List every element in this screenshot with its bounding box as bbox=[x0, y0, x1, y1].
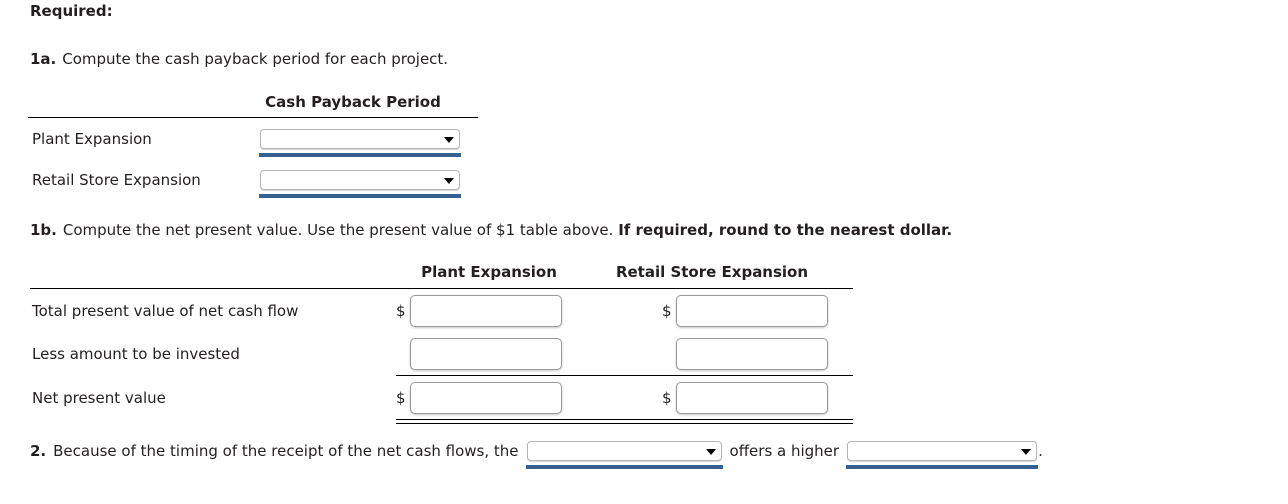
dropdown-underline bbox=[525, 465, 723, 469]
cell-net-present-value-retail: $ bbox=[662, 381, 852, 414]
question-1a-text: Compute the cash payback period for each… bbox=[62, 50, 449, 68]
table-1b-top-rule bbox=[30, 288, 853, 289]
row-label-net-present-value: Net present value bbox=[32, 388, 166, 407]
cash-payback-period-header: Cash Payback Period bbox=[265, 93, 441, 111]
question-1a-number: 1a. bbox=[30, 50, 57, 68]
header-spacer bbox=[30, 262, 399, 282]
input-net-present-value-retail[interactable] bbox=[676, 381, 828, 414]
currency-symbol: $ bbox=[396, 301, 406, 320]
cell-less-amount-invested-retail bbox=[662, 337, 852, 370]
table-1b-bottom-double-rule bbox=[396, 419, 853, 424]
table-row: Net present value $ $ bbox=[30, 376, 853, 419]
table-row: Less amount to be invested bbox=[30, 332, 853, 375]
row-label-plant-expansion: Plant Expansion bbox=[32, 129, 152, 148]
dropdown-underline bbox=[259, 152, 461, 157]
column-header-plant-expansion: Plant Expansion bbox=[421, 263, 557, 281]
table-row: Retail Store Expansion bbox=[28, 159, 478, 200]
cell-less-amount-invested-plant bbox=[396, 337, 562, 370]
input-less-amount-invested-retail[interactable] bbox=[676, 337, 828, 370]
cell-net-present-value-plant: $ bbox=[396, 381, 562, 414]
net-present-value-table: Plant Expansion Retail Store Expansion T… bbox=[30, 262, 853, 424]
question-2-text-before: Because of the timing of the receipt of … bbox=[53, 442, 519, 460]
cell-total-present-value-plant: $ bbox=[396, 294, 562, 327]
currency-symbol: $ bbox=[662, 388, 672, 407]
row-label-retail-store-expansion: Retail Store Expansion bbox=[32, 170, 201, 189]
dropdown-underline bbox=[259, 193, 461, 198]
question-1b-prompt: 1b. Compute the net present value. Use th… bbox=[30, 219, 952, 241]
question-2-prompt: 2. Because of the timing of the receipt … bbox=[30, 440, 1043, 469]
question-2-text-middle: offers a higher bbox=[729, 442, 840, 460]
cash-payback-plant-expansion-dropdown[interactable] bbox=[259, 128, 461, 157]
table-1b-subtotal-rule bbox=[396, 375, 853, 376]
cash-payback-retail-store-expansion-dropdown[interactable] bbox=[259, 169, 461, 198]
dropdown-underline bbox=[846, 465, 1039, 469]
question-1a-prompt: 1a. Compute the cash payback period for e… bbox=[30, 48, 448, 70]
column-header-retail-store-expansion: Retail Store Expansion bbox=[615, 263, 809, 281]
question-2-number: 2. bbox=[30, 442, 47, 460]
cash-payback-period-table: Cash Payback Period Plant Expansion Reta… bbox=[28, 92, 478, 200]
question-1b-emphasis: If required, round to the nearest dollar… bbox=[618, 221, 953, 239]
cell-total-present-value-retail: $ bbox=[662, 294, 852, 327]
input-net-present-value-plant[interactable] bbox=[410, 381, 562, 414]
row-label-less-amount-invested: Less amount to be invested bbox=[32, 344, 240, 363]
input-total-present-value-retail[interactable] bbox=[676, 294, 828, 327]
table-row: Total present value of net cash flow $ $ bbox=[30, 289, 853, 332]
table-1a-top-rule bbox=[28, 117, 478, 118]
question-2-measure-dropdown[interactable] bbox=[846, 441, 1039, 469]
currency-symbol: $ bbox=[396, 388, 406, 407]
question-2-text-after: . bbox=[1038, 442, 1043, 460]
table-row: Plant Expansion bbox=[28, 118, 478, 159]
table-1b-header-row: Plant Expansion Retail Store Expansion bbox=[30, 262, 853, 288]
question-1b-text: Compute the net present value. Use the p… bbox=[62, 221, 614, 239]
question-1b-number: 1b. bbox=[30, 221, 57, 239]
question-2-project-dropdown[interactable] bbox=[525, 441, 723, 469]
input-less-amount-invested-plant[interactable] bbox=[410, 337, 562, 370]
required-heading: Required: bbox=[30, 2, 113, 20]
currency-symbol: $ bbox=[662, 301, 672, 320]
input-total-present-value-plant[interactable] bbox=[410, 294, 562, 327]
row-label-total-present-value: Total present value of net cash flow bbox=[32, 301, 299, 320]
